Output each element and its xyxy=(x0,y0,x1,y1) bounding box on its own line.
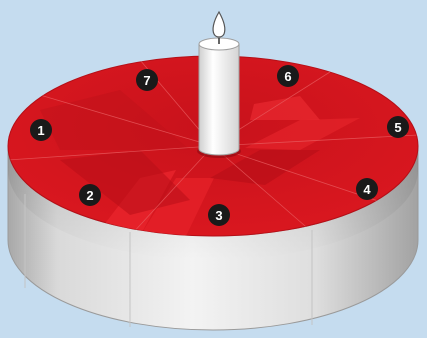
flame-icon xyxy=(213,12,225,37)
slice-label-text: 3 xyxy=(215,208,222,223)
slice-label-text: 7 xyxy=(143,73,150,88)
candle xyxy=(199,44,239,155)
slice-label-3: 3 xyxy=(208,204,230,226)
slice-label-text: 5 xyxy=(394,120,401,135)
slice-label-text: 1 xyxy=(37,123,44,138)
slice-label-7: 7 xyxy=(136,69,158,91)
slice-label-text: 4 xyxy=(363,182,371,197)
slice-label-text: 6 xyxy=(284,69,291,84)
slice-label-6: 6 xyxy=(277,65,299,87)
slice-label-2: 2 xyxy=(79,184,101,206)
slice-label-text: 2 xyxy=(86,188,93,203)
slice-label-4: 4 xyxy=(356,178,378,200)
slice-label-1: 1 xyxy=(30,119,52,141)
slice-label-5: 5 xyxy=(387,116,409,138)
